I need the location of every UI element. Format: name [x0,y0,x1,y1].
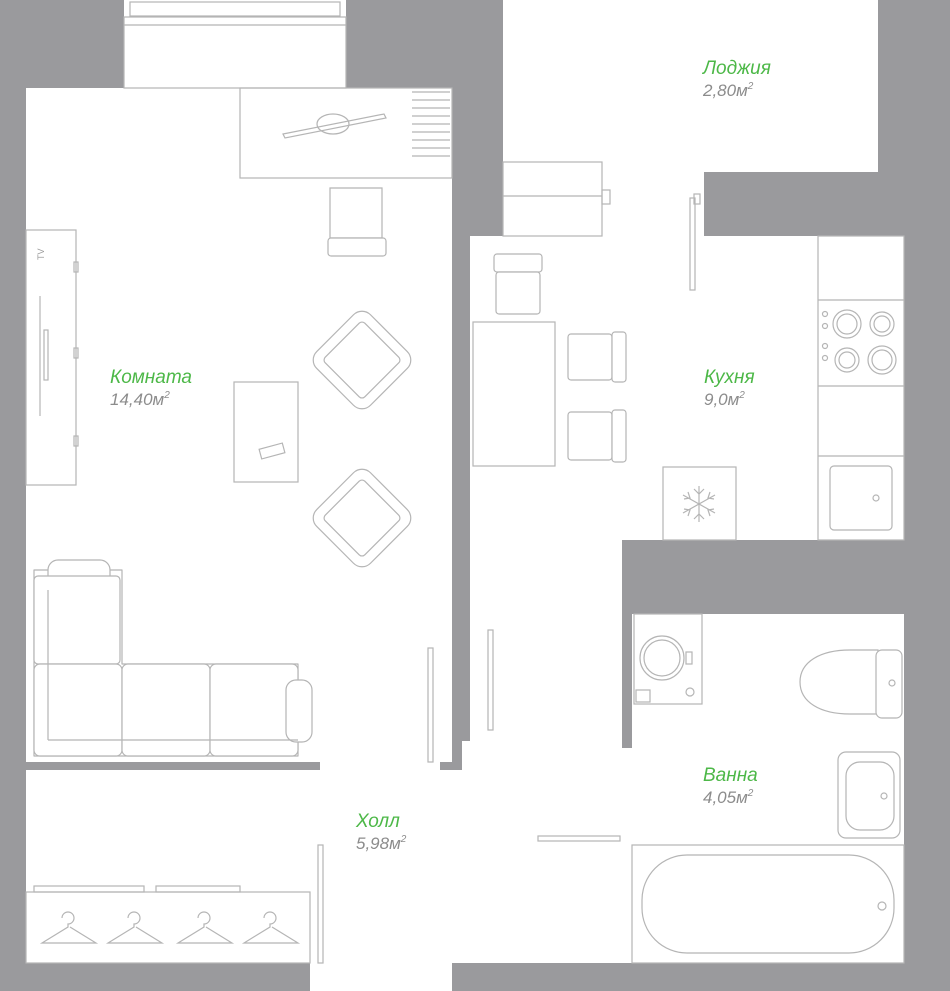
loggia-door [502,161,611,237]
kitchen-counter [817,235,905,541]
kitchen-sink [829,465,893,531]
bathroom-door [537,835,621,842]
dining-chair-right-2 [567,409,627,463]
label-room: Комната 14,40м2 [110,367,192,410]
hall-wardrobe [25,885,311,964]
dining-table [472,321,556,467]
window-top [123,1,347,89]
armchair-lower [312,468,412,568]
fridge [662,466,737,541]
room-name-kitchen: Кухня [704,367,755,388]
room-name-loggia: Лоджия [703,58,771,79]
room-name-bath: Ванна [703,765,758,786]
room-area-hall: 5,98м2 [356,833,407,853]
kitchen-door-leaf [689,193,701,291]
room-area-bath: 4,05м2 [703,787,754,807]
label-loggia: Лоджия 2,80м2 [703,58,771,101]
kitchen-door [487,629,494,731]
room-area-loggia: 2,80м2 [703,80,754,100]
desk [239,87,453,179]
room-door [427,647,434,763]
label-hall: Холл 5,98м2 [356,811,406,854]
desk-chair [327,187,387,257]
dining-chair-top [493,253,543,315]
room-area-room: 14,40м2 [110,389,170,409]
washing-machine [633,613,703,705]
tv-unit: TV [25,229,79,486]
armchair-upper [312,310,412,410]
bathtub [631,844,905,964]
room-area-kitchen: 9,0м2 [704,389,745,409]
label-bath: Ванна 4,05м2 [703,765,758,808]
bathroom-sink [837,751,901,839]
sofa [33,559,313,757]
coffee-table [233,381,299,483]
dining-chair-right-1 [567,331,627,383]
entry-door [317,844,324,964]
room-name-room: Комната [110,367,192,388]
tv-label: TV [36,248,46,260]
toilet [799,649,903,719]
room-name-hall: Холл [356,811,400,832]
label-kitchen: Кухня 9,0м2 [704,367,755,410]
cooktop [821,309,897,375]
